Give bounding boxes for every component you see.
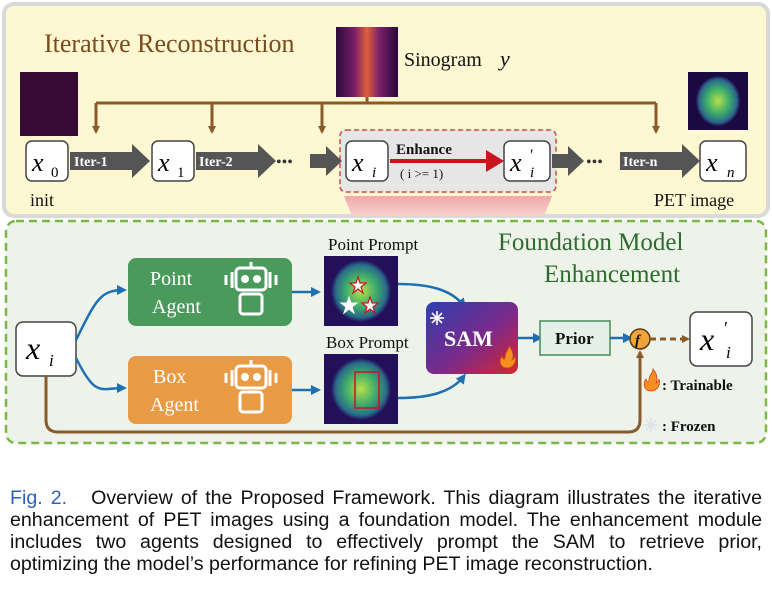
- svg-text:0: 0: [51, 165, 59, 181]
- figure-caption: Fig. 2. Overview of the Proposed Framewo…: [10, 487, 762, 575]
- legend-frozen: : Frozen: [644, 418, 716, 435]
- dots-1: •••: [276, 154, 293, 171]
- svg-text:f: f: [635, 333, 642, 349]
- node-x0: x 0: [25, 140, 69, 182]
- svg-text:i: i: [726, 343, 731, 362]
- box-prompt-label: Box Prompt: [326, 333, 409, 352]
- star-icon: [339, 275, 380, 315]
- prior-block: Prior: [539, 320, 611, 356]
- iter-1-arrow: Iter-1: [70, 144, 150, 178]
- box-agent: Box Agent: [128, 356, 292, 424]
- legend-trainable: : Trainable: [643, 367, 733, 394]
- pet-image-label: PET image: [654, 190, 734, 210]
- sam-block: SAM: [426, 302, 518, 374]
- svg-text:Point: Point: [150, 268, 193, 290]
- svg-text:x: x: [699, 321, 714, 357]
- svg-text:Iter-1: Iter-1: [74, 155, 108, 170]
- sinogram-image: [336, 27, 398, 97]
- prompt-to-sam-arrows: [397, 282, 466, 400]
- node-xi-prime: x ′ i: [503, 140, 551, 182]
- svg-text:Agent: Agent: [152, 296, 201, 318]
- svg-text:: Trainable: : Trainable: [662, 378, 733, 394]
- robot-icon: [224, 360, 278, 414]
- svg-text:SAM: SAM: [444, 326, 493, 351]
- svg-text:x: x: [25, 330, 40, 366]
- svg-text:i: i: [530, 165, 534, 181]
- svg-text:y: y: [498, 46, 510, 71]
- svg-text:n: n: [727, 165, 735, 181]
- iter-n-arrow: Iter-n: [620, 144, 700, 178]
- svg-text:( i >= 1): ( i >= 1): [400, 166, 443, 181]
- svg-text:Enhance: Enhance: [396, 142, 452, 158]
- svg-text:x: x: [31, 148, 44, 177]
- fuse-node: f: [629, 328, 651, 350]
- flame-icon: [499, 344, 516, 369]
- svg-text:i: i: [372, 165, 376, 181]
- agent-to-prompt-arrows: [292, 287, 321, 395]
- svg-text:x: x: [157, 148, 170, 177]
- init-label: init: [30, 190, 54, 210]
- node-x1: x 1: [151, 140, 195, 182]
- dots-2: •••: [586, 154, 603, 171]
- svg-text:Agent: Agent: [150, 394, 199, 416]
- input-xi: x i: [15, 321, 77, 377]
- enhance-arrow: Enhance ( i >= 1): [390, 142, 504, 181]
- svg-text:Sinogram: Sinogram: [404, 49, 482, 71]
- pet-image: [688, 72, 748, 130]
- svg-text:i: i: [49, 351, 54, 370]
- svg-text:x: x: [351, 148, 364, 177]
- point-prompt-label: Point Prompt: [328, 235, 418, 254]
- point-agent: Point Agent: [128, 258, 292, 326]
- bottom-title-line2: Enhancement: [544, 261, 680, 288]
- iter-2-arrow: Iter-2: [196, 144, 276, 178]
- svg-text:1: 1: [177, 165, 185, 181]
- framework-diagram: Iterative Reconstruction Sinogram y x 0 …: [2, 2, 770, 445]
- snowflake-icon: [430, 311, 444, 325]
- sinogram-label: Sinogram y: [404, 46, 510, 71]
- zoom-connector: [344, 196, 552, 216]
- node-xi: x i: [345, 140, 389, 182]
- sinogram-feed-lines: [92, 97, 660, 134]
- point-prompt-image: [324, 256, 398, 326]
- robot-icon: [224, 262, 278, 316]
- top-title: Iterative Reconstruction: [44, 29, 295, 58]
- caption-text: Overview of the Proposed Framework. This…: [10, 487, 762, 575]
- flame-icon: [643, 367, 660, 392]
- bottom-title-line1: Foundation Model: [498, 229, 683, 256]
- arrow-to-xi: [310, 146, 342, 176]
- init-image: [20, 72, 78, 136]
- node-xn: x n: [699, 140, 747, 182]
- svg-text:Iter-2: Iter-2: [199, 155, 233, 170]
- snowflake-icon: [644, 418, 658, 432]
- output-xi-prime: x ′ i: [689, 311, 753, 367]
- svg-text:′: ′: [724, 318, 728, 338]
- input-to-agents-arrows: [74, 285, 127, 394]
- svg-text:: Frozen: : Frozen: [662, 419, 716, 435]
- arrow-from-xi-prime: [552, 146, 584, 176]
- skip-connection-arrow: [44, 350, 644, 434]
- svg-text:x: x: [705, 148, 718, 177]
- svg-text:Prior: Prior: [555, 329, 594, 348]
- svg-text:′: ′: [530, 147, 534, 164]
- figure-label: Fig. 2.: [10, 487, 68, 509]
- box-prompt-image: [324, 354, 398, 424]
- svg-text:x: x: [509, 148, 522, 177]
- svg-text:Iter-n: Iter-n: [623, 155, 658, 170]
- svg-text:Box: Box: [153, 366, 186, 388]
